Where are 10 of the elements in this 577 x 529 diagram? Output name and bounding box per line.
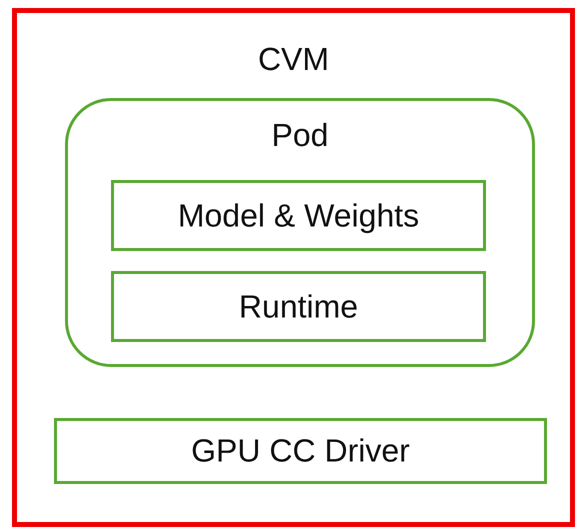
- component-box: [111, 180, 486, 251]
- component-box: [111, 271, 486, 342]
- pod-container: [65, 98, 535, 367]
- box-label: Pod: [272, 117, 328, 154]
- box-label: CVM: [258, 41, 330, 78]
- box-label: Runtime: [238, 288, 358, 325]
- box-label: GPU CC Driver: [191, 432, 410, 470]
- driver-box: [54, 418, 547, 484]
- box-label: Model & Weights: [178, 197, 420, 234]
- cvm-container: [12, 8, 575, 527]
